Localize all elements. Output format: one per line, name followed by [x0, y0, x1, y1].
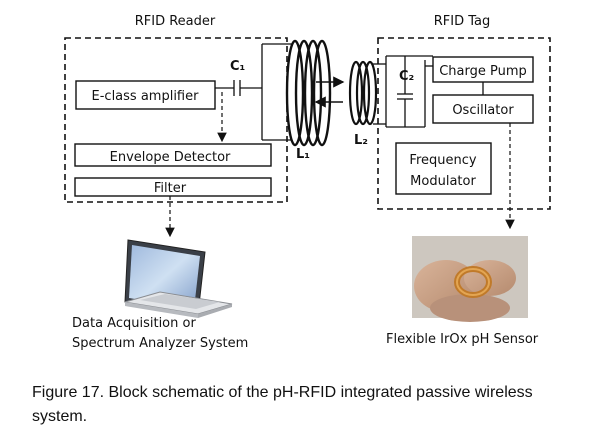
sensor-caption: Flexible IrOx pH Sensor [386, 332, 539, 347]
reader-wiring [215, 43, 292, 141]
frequency-label: Frequency [409, 153, 476, 168]
amplifier-block [75, 80, 216, 110]
modulator-label: Modulator [410, 174, 476, 189]
amplifier-label: E-class amplifier [92, 89, 200, 104]
c2-label: C₂ [399, 69, 414, 84]
l2-label: L₂ [354, 133, 368, 148]
coil-l1 [285, 39, 332, 147]
reader-title: RFID Reader [135, 14, 216, 29]
envelope-detector-block [74, 143, 272, 167]
tag-wiring [373, 55, 433, 128]
oscillator-label: Oscillator [452, 103, 514, 118]
c1-label: C₁ [230, 59, 245, 74]
oscillator-block [432, 94, 534, 124]
figure-caption-text: Block schematic of the pH-RFID integrate… [32, 384, 533, 425]
laptop-caption-line1: Data Acquisition or [72, 316, 196, 331]
tag-title: RFID Tag [434, 14, 491, 29]
figure-label: Figure 17. [32, 384, 105, 401]
laptop-illustration [124, 239, 233, 318]
filter-label: Filter [154, 181, 187, 196]
l1-label: L₁ [296, 147, 310, 162]
envelope-detector-label: Envelope Detector [110, 150, 231, 165]
charge-pump-label: Charge Pump [439, 64, 527, 79]
sensor-photo [412, 236, 528, 322]
charge-pump-block [432, 56, 534, 83]
frequency-modulator-block [395, 142, 492, 195]
coil-l2 [348, 60, 378, 126]
laptop-caption-line2: Spectrum Analyzer System [72, 336, 248, 351]
figure-caption: Figure 17. Block schematic of the pH-RFI… [32, 381, 572, 429]
filter-block [74, 177, 272, 197]
